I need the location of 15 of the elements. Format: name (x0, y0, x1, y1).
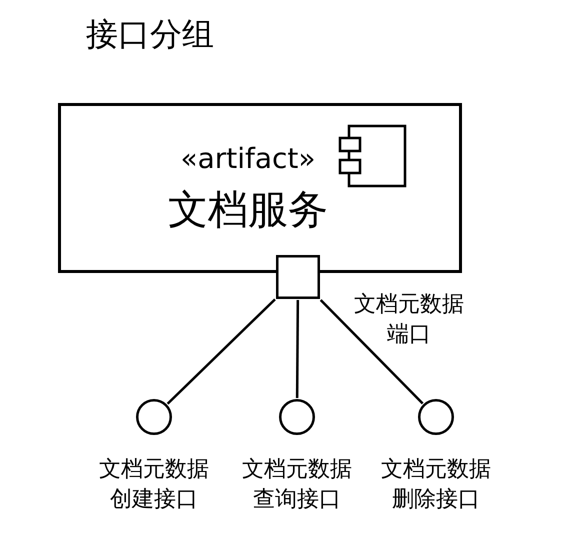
interface-circle (279, 399, 315, 435)
port-square (276, 255, 320, 299)
stereotype-label: «artifact» (179, 144, 317, 175)
connector-line (320, 299, 424, 404)
artifact-name: 文档服务 (167, 188, 329, 232)
artifact-box (58, 103, 462, 273)
interface-circle (136, 399, 172, 435)
interface-label: 文档元数据创建接口 (98, 456, 210, 514)
diagram-title: 接口分组 (86, 14, 214, 55)
interface-circle (418, 399, 454, 435)
connector-line (296, 300, 300, 398)
interface-label: 文档元数据删除接口 (380, 456, 492, 514)
port-label: 文档元数据端口 (353, 291, 465, 349)
connector-line (166, 298, 276, 405)
interface-label: 文档元数据查询接口 (241, 456, 353, 514)
